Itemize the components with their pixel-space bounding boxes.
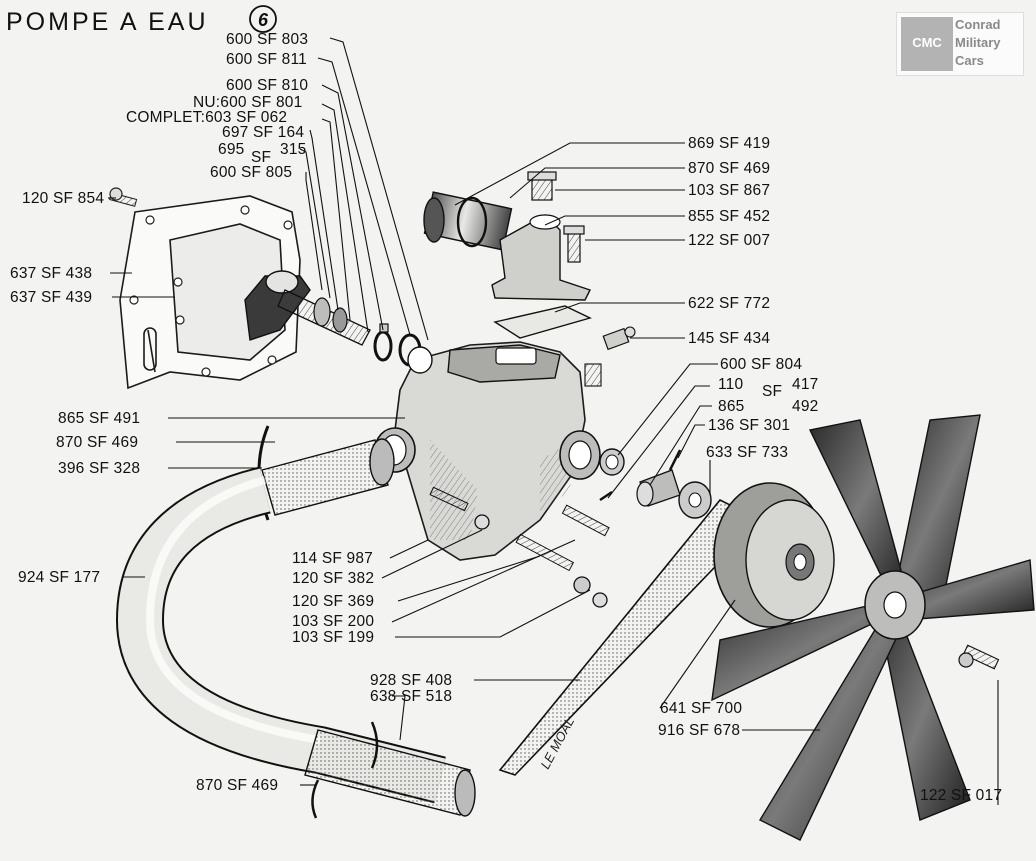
plug-103sf867 xyxy=(527,171,557,201)
cmc-logo: CMC Conrad Military Cars xyxy=(896,12,1024,76)
label-637sf439: 637 SF 439 xyxy=(10,289,92,306)
label-114sf987: 114 SF 987 xyxy=(292,550,373,567)
label-870sf469-b: 870 SF 469 xyxy=(196,777,278,794)
label-924sf177: 924 SF 177 xyxy=(18,569,100,586)
label-600sf803: 600 SF 803 xyxy=(226,31,308,48)
label-120sf369: 120 SF 369 xyxy=(292,593,374,610)
label-122sf017: 122 SF 017 xyxy=(920,787,1002,804)
label-600sf805: 600 SF 805 xyxy=(210,164,292,181)
label-622sf772: 622 SF 772 xyxy=(688,295,770,312)
outlet-elbow xyxy=(423,191,591,301)
shaft-end-parts xyxy=(599,448,712,519)
label-396sf328: 396 SF 328 xyxy=(58,460,140,477)
grease-nipple xyxy=(584,326,636,387)
label-122sf007: 122 SF 007 xyxy=(688,232,770,249)
label-103sf199: 103 SF 199 xyxy=(292,629,374,646)
outlet-hose xyxy=(304,721,476,819)
label-417: 417 xyxy=(792,376,818,393)
label-600sf810: 600 SF 810 xyxy=(226,77,308,94)
label-697sf164: 697 SF 164 xyxy=(222,124,304,141)
label-120sf854: 120 SF 854 xyxy=(22,190,104,207)
label-492: 492 xyxy=(792,398,818,415)
label-865: 865 xyxy=(718,398,744,415)
bolt-122sf017 xyxy=(958,644,1000,670)
label-641sf700: 641 SF 700 xyxy=(660,700,742,717)
page-title: POMPE A EAU xyxy=(6,8,209,36)
part-labels: 600 SF 803 600 SF 811 600 SF 810 NU:600 … xyxy=(10,31,1002,804)
logo-line-2: Military xyxy=(955,35,1001,50)
screw-120sf854 xyxy=(109,187,138,207)
label-315: 315 xyxy=(280,141,306,158)
logo-badge-text: CMC xyxy=(912,35,942,50)
fan xyxy=(711,414,1035,841)
label-110: 110 xyxy=(718,376,743,393)
label-103sf867: 103 SF 867 xyxy=(688,182,770,199)
body-studs xyxy=(429,486,610,608)
star-badge-icon: CMC xyxy=(901,17,953,71)
label-869sf419: 869 SF 419 xyxy=(688,135,770,152)
label-638sf518: 638 SF 518 xyxy=(370,688,452,705)
label-865sf491: 865 SF 491 xyxy=(58,410,140,427)
label-136sf301: 136 SF 301 xyxy=(708,417,790,434)
label-sf-b: SF xyxy=(762,383,782,400)
logo-line-3: Cars xyxy=(955,53,984,68)
label-870sf469-a: 870 SF 469 xyxy=(56,434,138,451)
label-600sf801: NU:600 SF 801 xyxy=(193,94,302,111)
leader-lines xyxy=(108,37,999,805)
label-870sf469-c: 870 SF 469 xyxy=(688,160,770,177)
pulley xyxy=(713,482,835,628)
label-120sf382: 120 SF 382 xyxy=(292,570,374,587)
label-928sf408: 928 SF 408 xyxy=(370,672,452,689)
label-633sf733: 633 SF 733 xyxy=(706,444,788,461)
plate-number-circle xyxy=(249,5,277,33)
label-145sf434: 145 SF 434 xyxy=(688,330,770,347)
label-637sf438: 637 SF 438 xyxy=(10,265,92,282)
label-600sf811: 600 SF 811 xyxy=(226,51,307,68)
label-603sf062: COMPLET:603 SF 062 xyxy=(126,109,287,126)
label-600sf804: 600 SF 804 xyxy=(720,356,802,373)
label-916sf678: 916 SF 678 xyxy=(658,722,740,739)
plate-number: 6 xyxy=(258,10,269,30)
bolt-122sf007 xyxy=(563,225,585,263)
label-sf: SF xyxy=(251,149,271,166)
inlet-hose xyxy=(257,425,395,521)
logo-line-1: Conrad xyxy=(955,17,1001,32)
label-695: 695 xyxy=(218,141,244,158)
label-103sf200: 103 SF 200 xyxy=(292,613,374,630)
label-855sf452: 855 SF 452 xyxy=(688,208,770,225)
pump-shaft xyxy=(244,270,371,346)
gasket-622sf772 xyxy=(493,305,592,339)
